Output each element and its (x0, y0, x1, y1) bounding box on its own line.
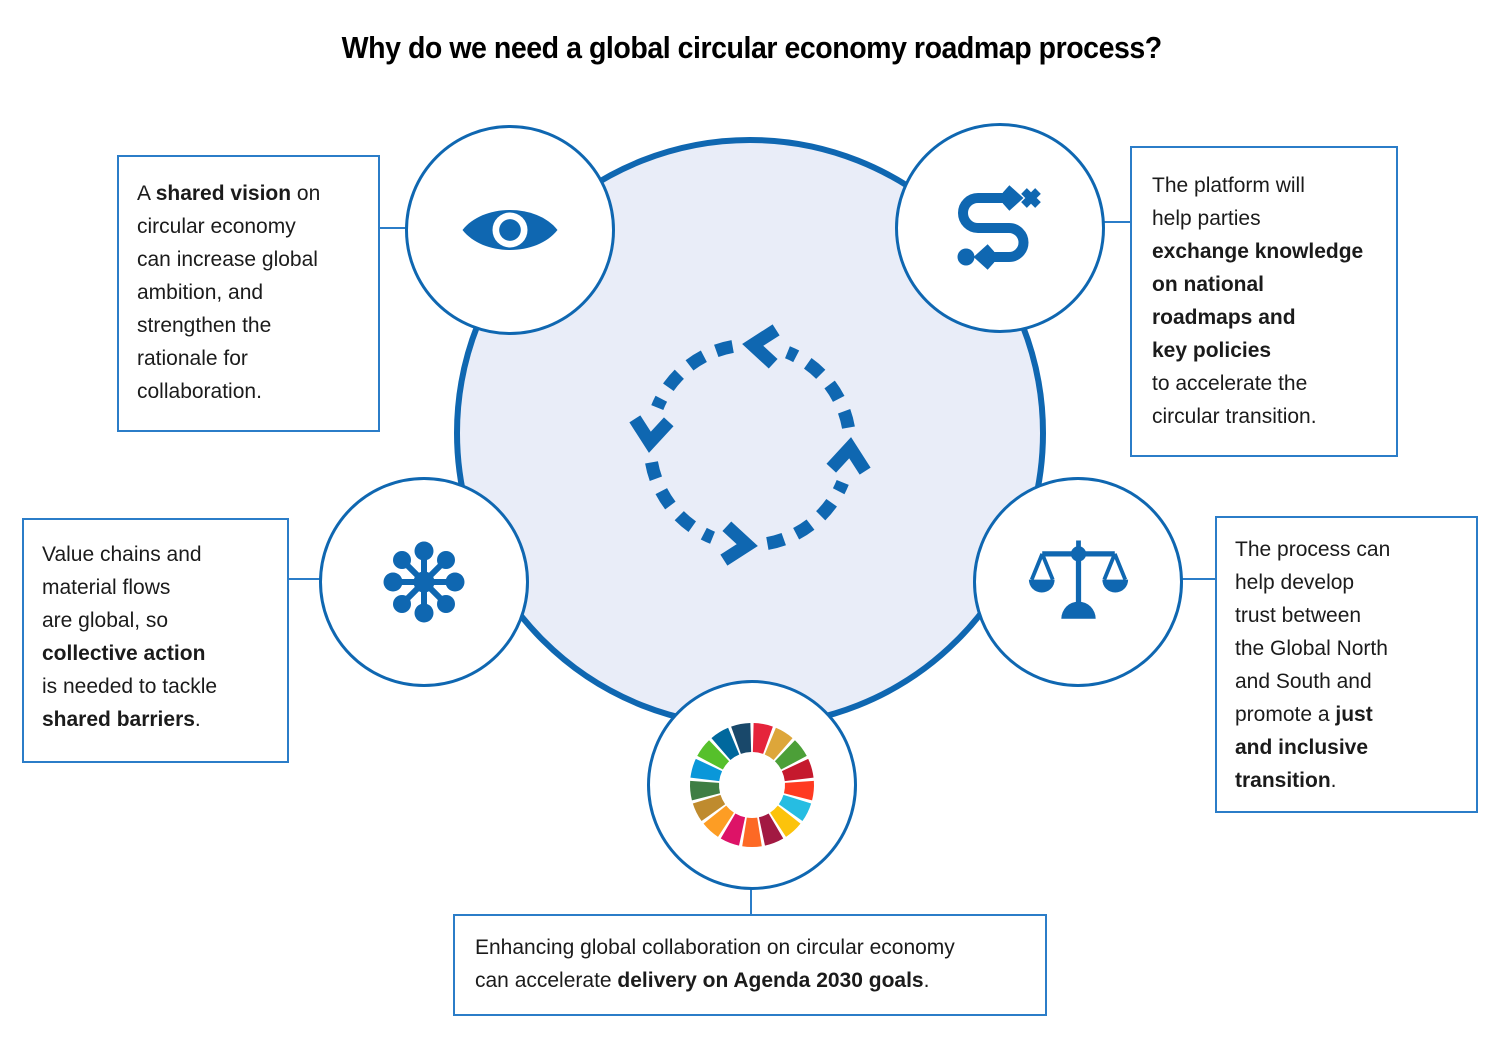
route-arrowhead-start (973, 244, 995, 270)
sdg-segment-5 (783, 780, 814, 801)
sdg-segment-13 (690, 780, 721, 801)
node-collective-action (319, 477, 529, 687)
cycle-arrows-icon (629, 324, 871, 566)
text-line: circular transition. (1152, 405, 1317, 428)
left-pan-cords (1029, 552, 1054, 580)
text-line: The process can (1235, 538, 1391, 561)
text-line: promote a just (1235, 703, 1373, 726)
text-box-just-transition: The process can help develop trust between… (1215, 516, 1478, 813)
page-title-text: Why do we need a global circular economy… (341, 30, 1163, 65)
text-line: circular economy (137, 215, 296, 238)
connector-trust (1182, 578, 1218, 580)
right-pan-bowl (1101, 579, 1128, 593)
sdg-segment-11 (703, 805, 734, 837)
text-line: strengthen the (137, 314, 272, 337)
sdg-segment-2 (764, 727, 793, 761)
sdg-segment-4 (781, 758, 814, 782)
sdg-segment-9 (742, 817, 762, 847)
sdg-wheel-icon (690, 723, 814, 847)
text-box-shared-vision: A shared vision on circular economy can in… (117, 155, 380, 432)
text-line: shared barriers. (42, 708, 201, 731)
text-line: key policies (1152, 339, 1272, 362)
sdg-segment-1 (752, 723, 773, 754)
text-line: help develop (1235, 571, 1355, 594)
text-line: rationale for (137, 347, 248, 370)
text-line: and inclusive (1235, 736, 1369, 759)
text-line: The platform will (1152, 174, 1305, 197)
network-hub-icon (383, 541, 465, 623)
text-box-agenda-2030: Enhancing global collaboration on circul… (453, 914, 1047, 1016)
route-x-mark (1021, 188, 1041, 208)
text-line: ambition, and (137, 281, 264, 304)
cycle-arrowhead-bottom (720, 521, 758, 566)
text-line: transition. (1235, 769, 1337, 792)
text-line: are global, so (42, 609, 169, 632)
connector-knowledge (1103, 221, 1133, 223)
text-line: collective action (42, 642, 206, 665)
node-knowledge-exchange (895, 123, 1105, 333)
sdg-segment-17 (731, 723, 752, 754)
connector-collective (287, 578, 322, 580)
sdg-segment-15 (697, 740, 730, 770)
cycle-arrowhead-right (826, 437, 871, 475)
text-line: A shared vision on (137, 182, 321, 205)
scales-base (1060, 601, 1096, 619)
node-shared-vision (405, 125, 615, 335)
node-agenda-2030 (647, 680, 857, 890)
text-line: trust between (1235, 604, 1362, 627)
text-line: can increase global (137, 248, 318, 271)
cycle-arrowhead-left (629, 415, 674, 453)
sdg-segment-8 (758, 813, 784, 846)
text-line: exchange knowledge (1152, 240, 1364, 263)
route-start-dot (957, 248, 975, 266)
text-line: Value chains and (42, 543, 202, 566)
text-line: to accelerate the (1152, 372, 1308, 395)
text-line: help parties (1152, 207, 1261, 230)
text-line: can accelerate delivery on Agenda 2030 g… (475, 969, 930, 992)
text-line: Enhancing global collaboration on circul… (475, 936, 955, 959)
text-line: is needed to tackle (42, 675, 218, 698)
balance-scales-icon (1028, 540, 1128, 619)
text-line: on national (1152, 273, 1264, 296)
text-line: and South and (1235, 670, 1372, 693)
sdg-segment-10 (720, 813, 746, 846)
eye-icon (462, 210, 558, 250)
sdg-segment-7 (770, 805, 801, 837)
route-arrowhead-end (1002, 185, 1024, 211)
sdg-segment-3 (774, 740, 807, 770)
sdg-segment-16 (711, 727, 740, 761)
page-title: Why do we need a global circular economy… (0, 30, 1504, 66)
text-box-collective-action: Value chains and material flows are global… (22, 518, 289, 763)
left-pan-bowl (1028, 579, 1055, 593)
route-to-goal-icon (957, 185, 1041, 270)
sdg-segment-12 (692, 794, 726, 822)
sdg-segment-14 (690, 758, 723, 782)
cycle-arrowhead-top (742, 324, 780, 369)
text-line: material flows (42, 576, 171, 599)
sdg-segment-6 (778, 794, 812, 822)
text-box-knowledge-exchange: The platform will help parties exchange kn… (1130, 146, 1398, 457)
text-line: collaboration. (137, 380, 262, 403)
node-just-transition (973, 477, 1183, 687)
text-line: the Global North (1235, 637, 1388, 660)
right-pan-cords (1102, 552, 1127, 580)
text-line: roadmaps and (1152, 306, 1296, 329)
connector-agenda (750, 886, 752, 916)
connector-vision (378, 227, 408, 229)
